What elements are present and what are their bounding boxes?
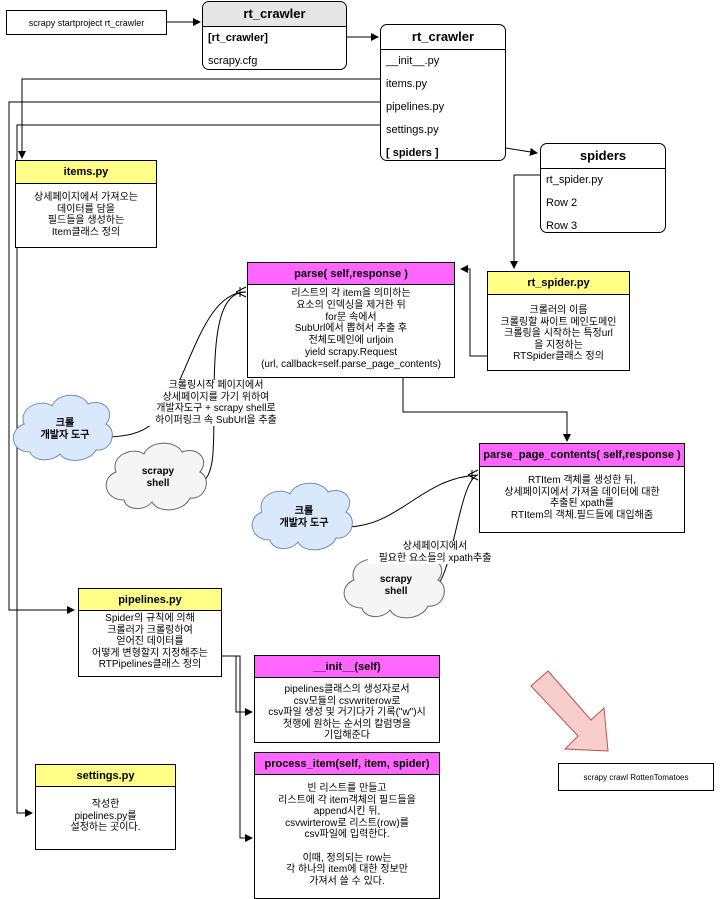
process-item-title: process_item(self, item, spider) [255, 753, 439, 775]
crowfoot-parse [235, 286, 247, 298]
edge-settings-row-to-card [16, 124, 381, 817]
spiders-dir-table: spiders rt_spider.py Row 2 Row 3 [540, 143, 666, 233]
startproject-command-text: scrapy startproject rt_crawler [28, 17, 145, 28]
package-dir-row-init: __init__.py [386, 55, 440, 67]
settings-card-title: settings.py [36, 765, 175, 787]
package-dir-table: rt_crawler __init__.py items.py pipeline… [380, 24, 506, 161]
process-item-card: process_item(self, item, spider) 빈 리스트를 … [254, 752, 440, 899]
edge-parse-to-page-contents [402, 378, 571, 442]
init-card: __init__(self) pipelines클래스의 생성자로서 csv모듈… [254, 655, 440, 743]
parse-card: parse( self,response ) 리스트의 각 item을 의미하는… [247, 262, 455, 378]
edge-pipelines-row-to-card [8, 101, 381, 614]
edge-spider-to-parse [460, 265, 487, 357]
cloud-devtools-2: 크롤 개발자 도구 [279, 506, 329, 529]
items-card: items.py 상세페이지에서 가져오는 데이터를 담을 필드들을 생성하는 … [15, 160, 157, 248]
parse-card-body: 리스트의 각 item을 의미하는 요소의 인덱싱을 제거한 뒤 for문 속에… [261, 288, 441, 370]
note-detail-page: 상세페이지에서 필요한 요소들의 xpath추출 [368, 541, 502, 564]
cloud-shell-1-shape [105, 442, 207, 511]
pipelines-card-body: Spider의 규칙에 의해 크롤러가 크롤링하여 얻어진 데이터를 어떻게 변… [92, 613, 208, 671]
edge-pipelines-to-init [222, 655, 253, 716]
startproject-command: scrapy startproject rt_crawler [6, 10, 167, 35]
crawl-command: scrapy crawl RottenTomatoes [558, 763, 714, 791]
cloud-shell-2: scrapy shell [379, 574, 413, 597]
edge-pipelines-to-process [222, 655, 253, 842]
project-dir-table: rt_crawler [rt_crawler] scrapy.cfg [202, 1, 347, 70]
spiders-dir-title: spiders [541, 144, 665, 169]
items-card-body: 상세페이지에서 가져오는 데이터를 담을 필드들을 생성하는 Item클래스 정… [34, 192, 138, 238]
crowfoot-page [467, 469, 479, 481]
cloud-devtools-1-shape [13, 394, 113, 461]
rt-spider-card-title: rt_spider.py [488, 272, 629, 295]
init-card-title: __init__(self) [255, 656, 439, 678]
project-dir-row-package: [rt_crawler] [208, 32, 268, 44]
parse-page-contents-title: parse_page_contents( self,response ) [480, 444, 684, 467]
spiders-dir-row-rt-spider: rt_spider.py [546, 174, 603, 186]
edge-items-row-to-card [18, 78, 381, 159]
spiders-dir-row-2: Row 2 [546, 197, 578, 209]
settings-card-body: 작성한 pipelines.py를 설정하는 곳이다. [70, 799, 141, 834]
edge-spider-row-to-card [510, 174, 540, 269]
parse-card-title: parse( self,response ) [248, 263, 454, 285]
package-dir-row-items: items.py [386, 78, 427, 90]
edge-shell2-to-page [437, 474, 479, 586]
pipelines-card: pipelines.py Spider의 규칙에 의해 크롤러가 크롤링하여 얻… [78, 588, 222, 677]
process-item-body: 빈 리스트를 만들고 리스트에 각 item객체의 필드들을 append시킨 … [278, 783, 416, 887]
crawl-command-text: scrapy crawl RottenTomatoes [583, 772, 689, 782]
items-card-title: items.py [16, 161, 156, 184]
cloud-shell-1: scrapy shell [141, 466, 175, 489]
rt-spider-card-body: 크롤러의 이름 크롤링할 싸이트 메인도메인 크롤링을 시작하는 특정url 을… [500, 305, 617, 363]
project-dir-title: rt_crawler [203, 2, 346, 27]
note-start-page: 크롤링시작 페이지에서 상세페이지를 가기 위하여 개발자도구 + scrapy… [146, 380, 286, 426]
package-dir-row-spiders: [ spiders ] [386, 147, 439, 159]
pipelines-card-title: pipelines.py [79, 589, 221, 611]
cloud-devtools-2-shape [251, 482, 353, 551]
rt-spider-card: rt_spider.py 크롤러의 이름 크롤링할 싸이트 메인도메인 크롤링을… [487, 271, 630, 371]
package-dir-row-pipelines: pipelines.py [386, 101, 445, 113]
init-card-body: pipelines클래스의 생성자로서 csv모듈의 csvwriterow로 … [268, 684, 426, 742]
project-dir-row-cfg: scrapy.cfg [208, 55, 258, 67]
edge-spiders-row-to-dir [505, 147, 538, 156]
edge-devtools2-to-page [344, 474, 479, 528]
big-arrow-shape [530, 670, 609, 752]
spiders-dir-row-3: Row 3 [546, 220, 578, 232]
parse-page-contents-body: RTItem 객체를 생성한 뒤, 상세페이지에서 가져올 데이터에 대한 추출… [504, 475, 660, 521]
parse-page-contents-card: parse_page_contents( self,response ) RTI… [479, 443, 685, 533]
package-dir-title: rt_crawler [381, 25, 505, 50]
cloud-devtools-1: 크롤 개발자 도구 [40, 418, 90, 441]
settings-card: settings.py 작성한 pipelines.py를 설정하는 곳이다. [35, 764, 176, 850]
package-dir-row-settings: settings.py [386, 124, 439, 136]
